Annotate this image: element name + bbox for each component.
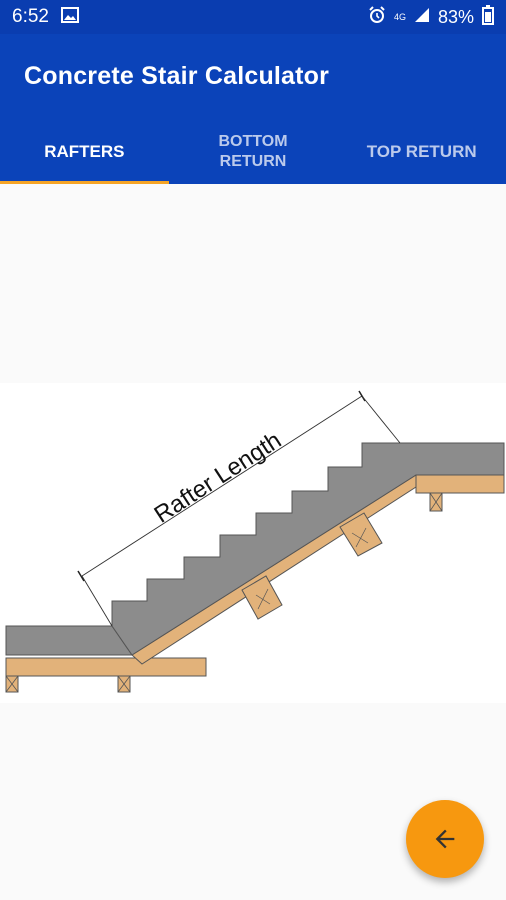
arrow-back-icon	[435, 829, 455, 849]
stair-concrete	[111, 442, 505, 656]
status-time: 6:52	[12, 6, 49, 27]
content-area: Rafter Length	[0, 184, 506, 900]
tab-rafters[interactable]: RAFTERS	[0, 120, 169, 184]
rafter-diagram: Rafter Length	[0, 383, 506, 703]
back-fab-button[interactable]	[406, 800, 484, 878]
top-beam	[415, 474, 505, 494]
bottom-beam	[5, 657, 207, 677]
battery-icon	[482, 4, 494, 30]
tab-top-return[interactable]: TOP RETURN	[337, 120, 506, 184]
tab-bottom-return-label: BOTTOM RETURN	[218, 133, 288, 170]
image-notification-icon	[60, 6, 79, 28]
network-type: 4G	[393, 11, 406, 22]
tab-bar: RAFTERS BOTTOM RETURN TOP RETURN	[0, 120, 506, 184]
rafter-block-1	[241, 575, 283, 620]
bottom-slab	[5, 625, 133, 656]
signal-icon	[414, 7, 430, 28]
tab-top-return-label: TOP RETURN	[366, 142, 477, 161]
app-bar: Concrete Stair Calculator RAFTERS BOTTOM…	[0, 34, 506, 184]
tab-rafters-label: RAFTERS	[44, 142, 125, 161]
bottom-post-left	[5, 675, 19, 693]
status-bar: 6:52 4G 83%	[0, 0, 506, 34]
alarm-icon	[368, 5, 386, 29]
rafter-block-2	[339, 512, 383, 557]
bottom-post-mid	[117, 675, 131, 693]
app-title: Concrete Stair Calculator	[24, 62, 330, 90]
top-post	[429, 492, 443, 512]
tab-bottom-return[interactable]: BOTTOM RETURN	[169, 120, 338, 184]
dimension-line	[81, 395, 363, 577]
battery-percent: 83%	[437, 6, 474, 27]
